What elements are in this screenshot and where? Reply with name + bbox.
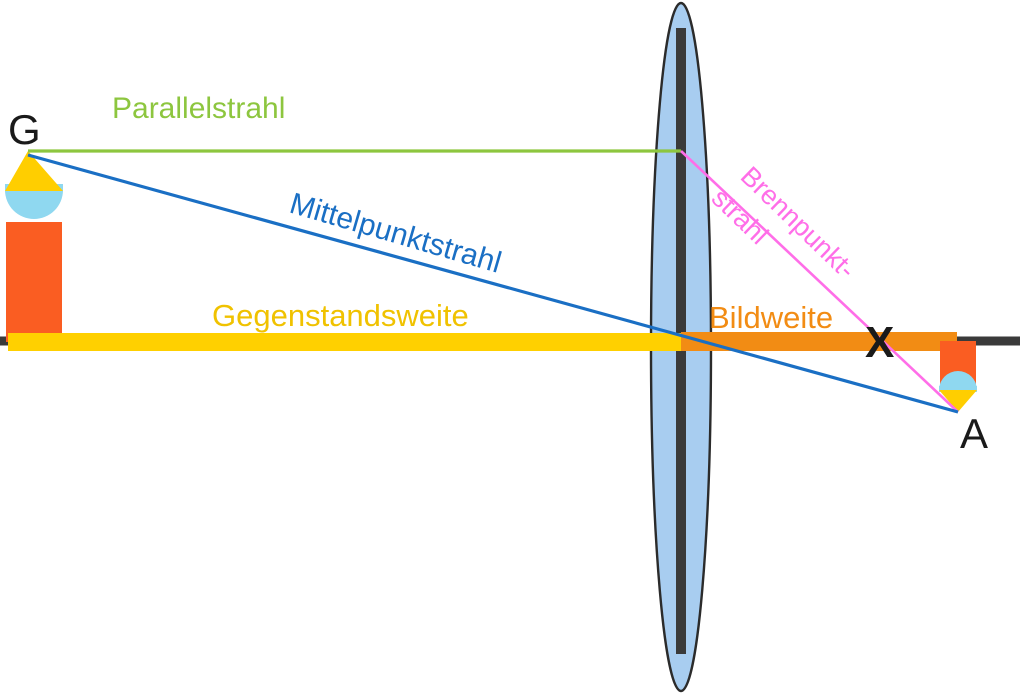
parallel-ray-label: Parallelstrahl — [112, 92, 285, 125]
image-pencil-tip — [939, 390, 977, 412]
object-pencil-body — [6, 222, 62, 342]
center-ray-label: Mittelpunktstrahl — [286, 187, 505, 280]
object-pencil-tip — [5, 151, 63, 191]
object-distance-label: Gegenstandsweite — [212, 298, 469, 333]
image-pencil — [939, 341, 977, 412]
object-pencil — [5, 151, 63, 342]
image-distance-label: Bildweite — [709, 300, 833, 335]
image-pencil-collar-bottom — [939, 386, 977, 392]
image-pencil-collar — [939, 371, 977, 390]
intersection-point-label-x: X — [865, 318, 894, 367]
focal-ray-line — [680, 150, 959, 413]
object-distance-bar — [8, 333, 686, 351]
object-point-label-g: G — [8, 106, 41, 153]
center-ray-line — [27, 153, 959, 414]
image-point-label-a: A — [960, 410, 988, 457]
object-pencil-collar — [5, 190, 63, 219]
